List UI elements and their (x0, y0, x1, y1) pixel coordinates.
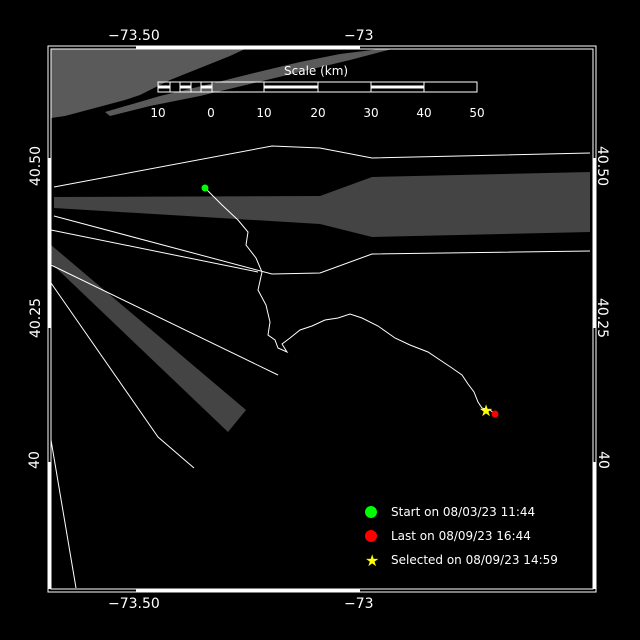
lat-tick-right: 40.50 (594, 145, 611, 187)
red-dot-icon (365, 530, 377, 542)
scale-label: 0 (207, 106, 215, 120)
scale-label: 30 (363, 106, 379, 120)
lon-tick-bottom: −73.50 (108, 596, 160, 612)
start-marker[interactable] (201, 184, 209, 192)
drifter-track (204, 187, 496, 415)
lat-tick-left: 40.50 (28, 145, 45, 187)
last-marker[interactable] (491, 410, 499, 418)
legend-selected: ★ Selected on 08/09/23 14:59 (365, 548, 558, 572)
lat-tick-left: 40.25 (28, 297, 45, 339)
land-long-island (51, 49, 245, 118)
scale-label: 10 (150, 106, 166, 120)
shipping-lane-lines (50, 145, 591, 589)
lon-tick-bottom: −73 (344, 596, 374, 612)
scale-label: 20 (310, 106, 326, 120)
yellow-star-icon: ★ (365, 550, 380, 570)
legend-selected-label: Selected on 08/09/23 14:59 (391, 553, 558, 567)
scale-label: 10 (256, 106, 272, 120)
legend-start: Start on 08/03/23 11:44 (365, 500, 558, 524)
shipping-lane-band (51, 245, 246, 432)
scale-bar (157, 81, 478, 93)
legend-last-label: Last on 08/09/23 16:44 (391, 529, 531, 543)
scale-label: 40 (416, 106, 432, 120)
legend: Start on 08/03/23 11:44 Last on 08/09/23… (365, 500, 558, 572)
green-dot-icon (365, 506, 377, 518)
map-frame (47, 45, 597, 593)
legend-last: Last on 08/09/23 16:44 (365, 524, 558, 548)
scale-title: Scale (km) (284, 64, 349, 78)
lat-tick-right: 40.25 (594, 297, 611, 339)
shipping-lane-band (54, 172, 590, 237)
lon-tick-top: −73.50 (108, 28, 160, 44)
lat-tick-left: 40 (26, 451, 43, 469)
legend-start-label: Start on 08/03/23 11:44 (391, 505, 536, 519)
lat-tick-right: 40 (594, 451, 611, 469)
scale-label: 50 (469, 106, 485, 120)
lon-tick-top: −73 (344, 28, 374, 44)
selected-marker-star[interactable]: ★ (479, 401, 493, 420)
